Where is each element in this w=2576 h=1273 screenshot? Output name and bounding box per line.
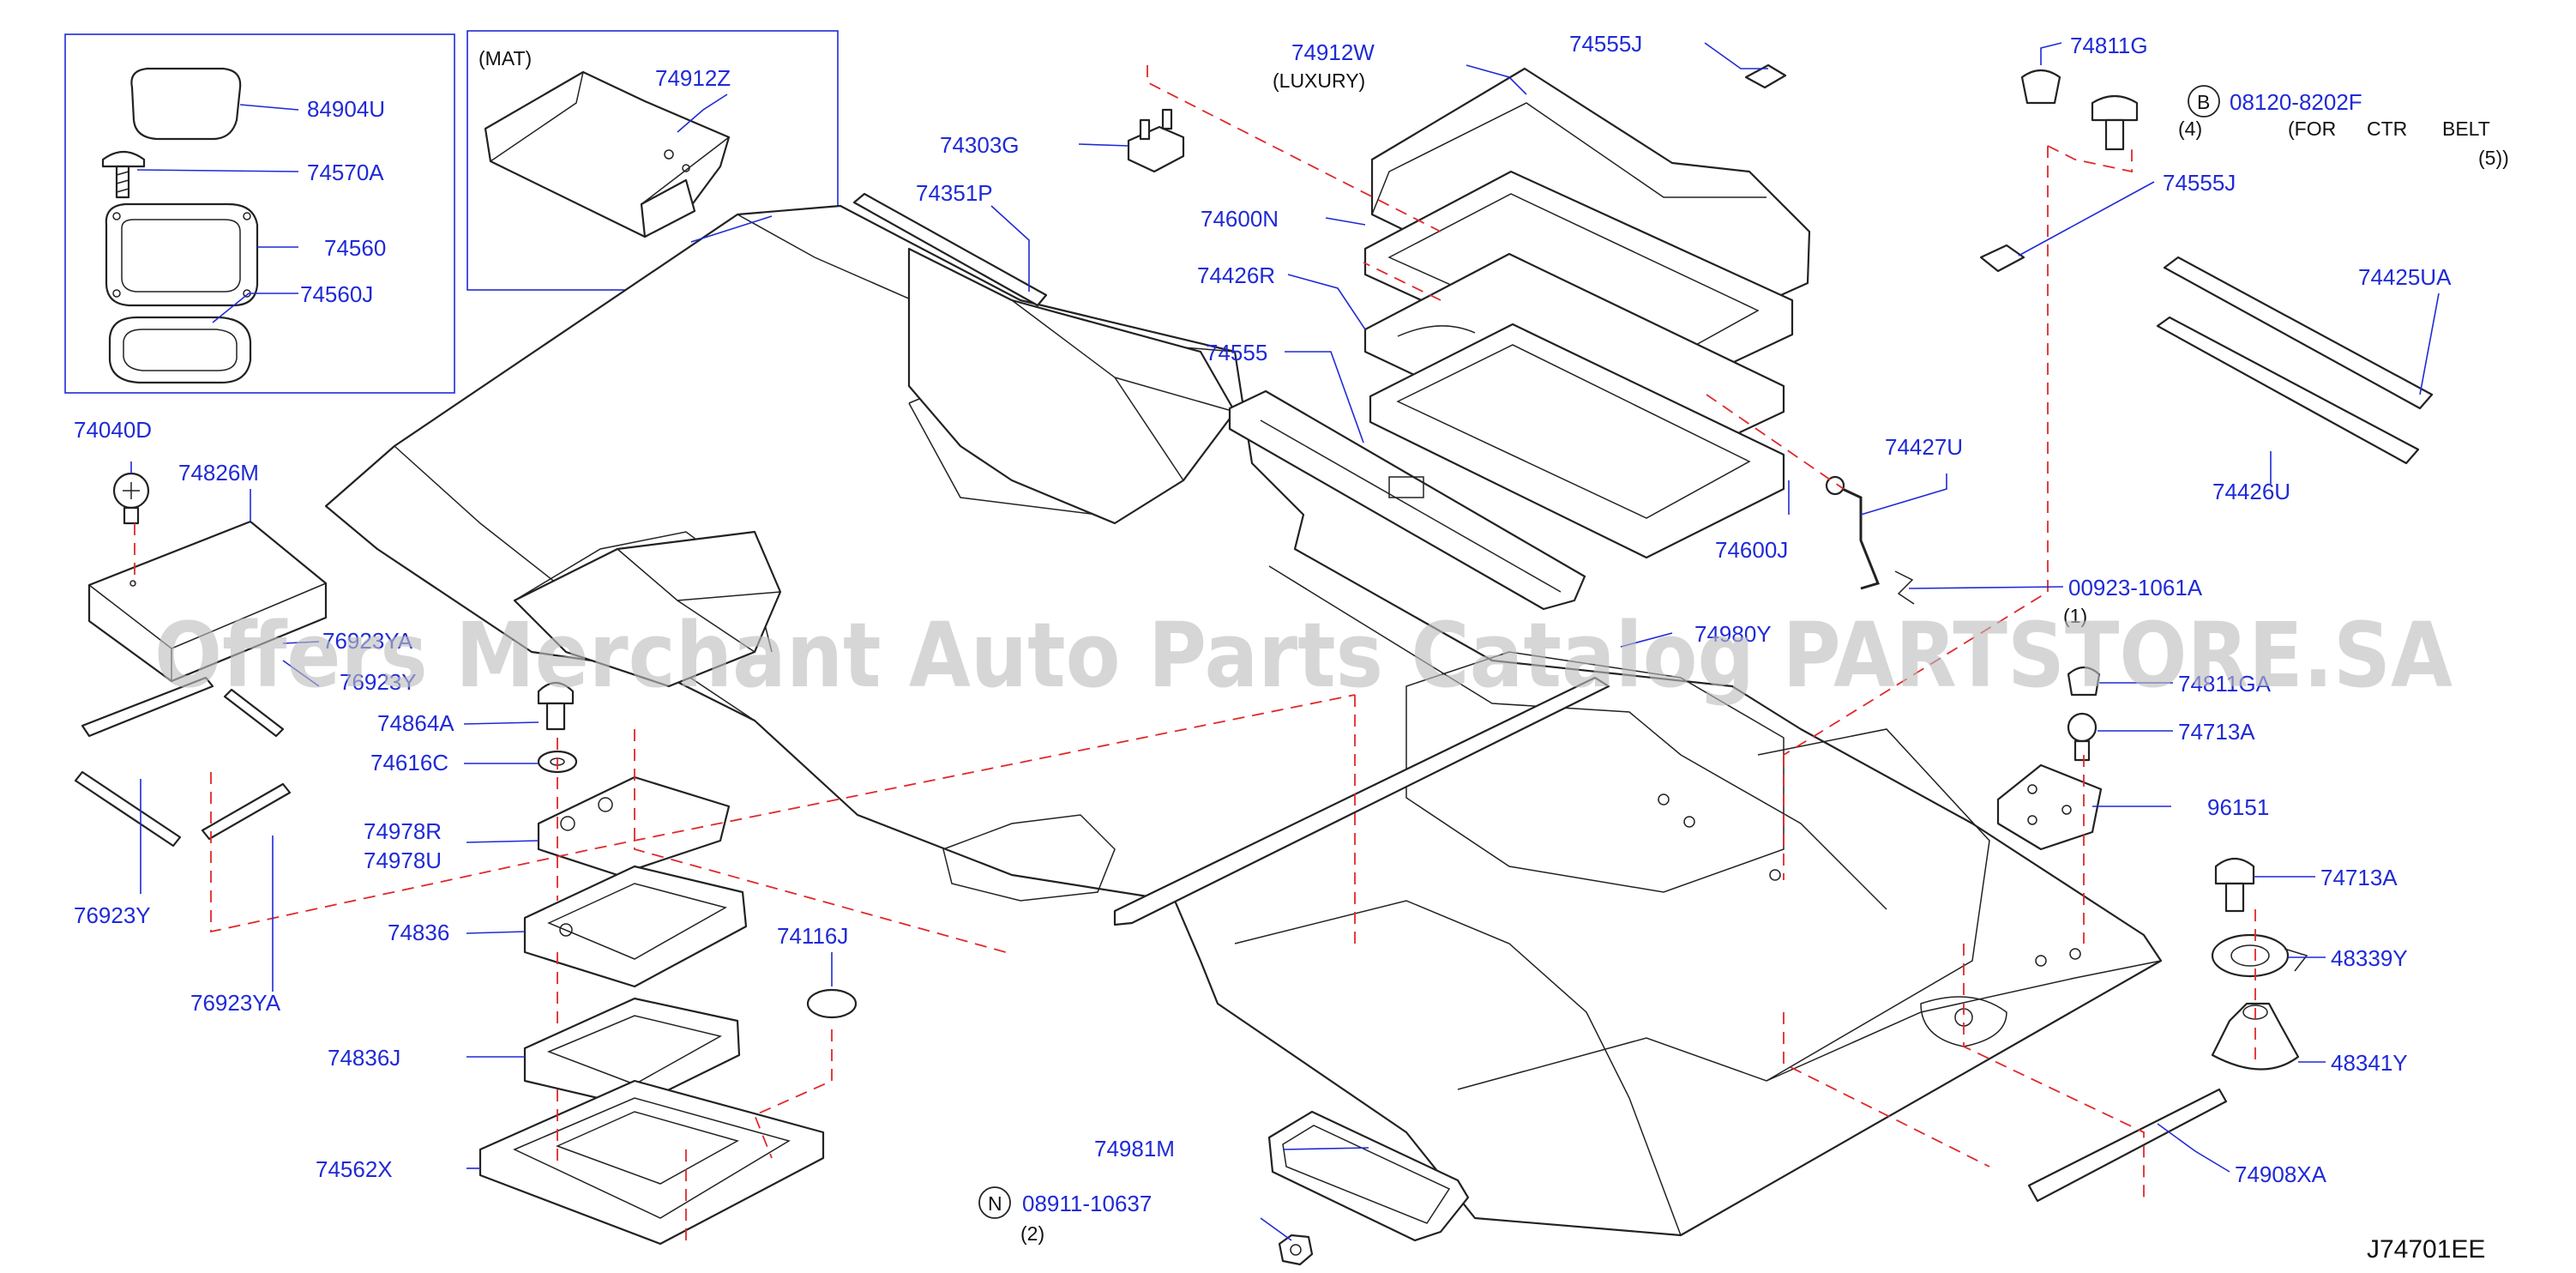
label-74555J-top[interactable]: 74555J: [1569, 31, 1642, 57]
part-00923-clip: [1894, 570, 1915, 605]
label-74303G[interactable]: 74303G: [940, 132, 1020, 158]
part-74562X-shape: [478, 1079, 825, 1246]
label-08120-note-2: (FOR: [2288, 118, 2336, 140]
label-74116J[interactable]: 74116J: [777, 923, 848, 949]
floor-panel-bumps: [513, 247, 1237, 688]
label-74560J[interactable]: 74560J: [300, 281, 373, 307]
callout-N-circle: N: [978, 1186, 1011, 1219]
label-74908XA[interactable]: 74908XA: [2235, 1161, 2327, 1187]
part-74836-shape: [523, 865, 748, 988]
part-74713A-shape: [2214, 857, 2255, 913]
watermark-text: Offers Merchant Auto Parts Catalog PARTS…: [154, 603, 2453, 708]
part-74980Y-shape: [1113, 676, 1610, 926]
part-74912Z-shape: [484, 70, 731, 238]
label-08120-note-1: (4): [2178, 118, 2202, 140]
label-74560[interactable]: 74560: [324, 235, 386, 261]
label-08120-note-4: BELT: [2442, 118, 2490, 140]
label-00923-qty: (1): [2063, 605, 2087, 627]
part-74560-shape: [105, 202, 259, 307]
label-48339Y[interactable]: 48339Y: [2331, 945, 2408, 971]
part-74555-shape: [1228, 389, 1586, 611]
label-74616C[interactable]: 74616C: [370, 750, 448, 775]
label-96151[interactable]: 96151: [2207, 794, 2269, 820]
part-74560J-shape: [108, 316, 252, 384]
part-74811GA-shape: [2067, 666, 2101, 697]
label-74826M[interactable]: 74826M: [178, 460, 259, 486]
label-74040D[interactable]: 74040D: [74, 417, 152, 443]
label-74562X[interactable]: 74562X: [316, 1156, 393, 1182]
label-74978U[interactable]: 74978U: [364, 848, 442, 873]
part-74116J-shape: [806, 988, 858, 1019]
label-74980Y[interactable]: 74980Y: [1694, 621, 1772, 647]
label-48341Y[interactable]: 48341Y: [2331, 1050, 2408, 1076]
part-74600J-shape: [1369, 323, 1785, 559]
label-74600J[interactable]: 74600J: [1715, 537, 1788, 563]
part-84904U-shape: [130, 67, 242, 141]
part-74978R-shape: [537, 775, 731, 877]
part-74303G-shape: [1127, 108, 1185, 173]
label-74555[interactable]: 74555: [1206, 340, 1267, 365]
part-08911-nut: [1278, 1234, 1314, 1266]
label-74713A-top[interactable]: 74713A: [2178, 719, 2255, 745]
label-74426R[interactable]: 74426R: [1197, 262, 1275, 288]
part-74836J-shape: [523, 997, 741, 1108]
label-74836J[interactable]: 74836J: [328, 1045, 400, 1071]
inset-mat-label: (MAT): [478, 47, 532, 69]
label-74555J-right[interactable]: 74555J: [2163, 170, 2236, 196]
label-08120-8202F[interactable]: 08120-8202F: [2230, 89, 2362, 115]
part-74864A-shape: [537, 681, 575, 731]
callout-B-letter: B: [2197, 91, 2210, 113]
label-74981M[interactable]: 74981M: [1094, 1136, 1175, 1161]
part-74981M-shape: [1267, 1110, 1470, 1242]
label-84904U[interactable]: 84904U: [307, 96, 385, 122]
part-74427U-shape: [1825, 475, 1881, 590]
part-74811G-shape: [2020, 69, 2061, 105]
leader-lines: [130, 42, 2440, 1241]
label-74912W[interactable]: 74912W: [1291, 39, 1375, 65]
part-74040D-shape: [112, 472, 150, 525]
hidden-lines: [134, 65, 2256, 1244]
part-96151-shape: [1996, 763, 2103, 851]
label-74912Z[interactable]: 74912Z: [655, 65, 731, 91]
label-00923-1061A[interactable]: 00923-1061A: [2068, 575, 2203, 600]
part-74426U-shape: [2156, 316, 2420, 465]
label-74426U[interactable]: 74426U: [2212, 479, 2290, 504]
label-76923YA[interactable]: 76923YA: [190, 990, 281, 1016]
label-74351P[interactable]: 74351P: [916, 180, 993, 206]
part-74425UA-shape: [2163, 256, 2434, 410]
label-74811G[interactable]: 74811G: [2070, 33, 2148, 58]
label-08120-note-5: (5)): [2478, 147, 2509, 169]
label-74425UA[interactable]: 74425UA: [2358, 264, 2452, 290]
label-76923Y[interactable]: 76923Y: [74, 902, 151, 928]
part-74908XA-shape: [2027, 1088, 2228, 1203]
label-76923YA-top[interactable]: 76923YA: [322, 628, 413, 654]
label-08911-10637[interactable]: 08911-10637: [1022, 1191, 1152, 1216]
diagram-reference-code: J74701EE: [2367, 1235, 2485, 1264]
part-74570A-shape: [101, 150, 146, 199]
label-74811GA[interactable]: 74811GA: [2178, 671, 2272, 697]
label-74570A[interactable]: 74570A: [307, 160, 384, 185]
label-74864A[interactable]: 74864A: [377, 710, 454, 736]
part-48339Y-shape: [2211, 933, 2308, 978]
callout-B-circle: B: [2188, 85, 2220, 118]
label-74427U[interactable]: 74427U: [1885, 434, 1963, 460]
callout-N-letter: N: [988, 1192, 1002, 1215]
label-74836[interactable]: 74836: [388, 920, 449, 945]
label-08911-qty: (2): [1020, 1222, 1044, 1245]
part-74555J-right-shape: [1979, 244, 2025, 273]
label-76923Y-top[interactable]: 76923Y: [340, 669, 417, 695]
label-74713A[interactable]: 74713A: [2320, 865, 2398, 890]
label-08120-note-3: CTR: [2367, 118, 2407, 140]
part-74713A-top-shape: [2067, 712, 2098, 762]
label-74978R[interactable]: 74978R: [364, 818, 442, 844]
label-74600N[interactable]: 74600N: [1201, 206, 1279, 232]
part-08120-bolt: [2091, 94, 2139, 151]
part-76923YA-strips: [74, 676, 292, 848]
label-74912W-note: (LUXURY): [1273, 69, 1365, 92]
inset-box-grommet: [64, 33, 455, 394]
part-74351P-shape: [852, 192, 1048, 307]
